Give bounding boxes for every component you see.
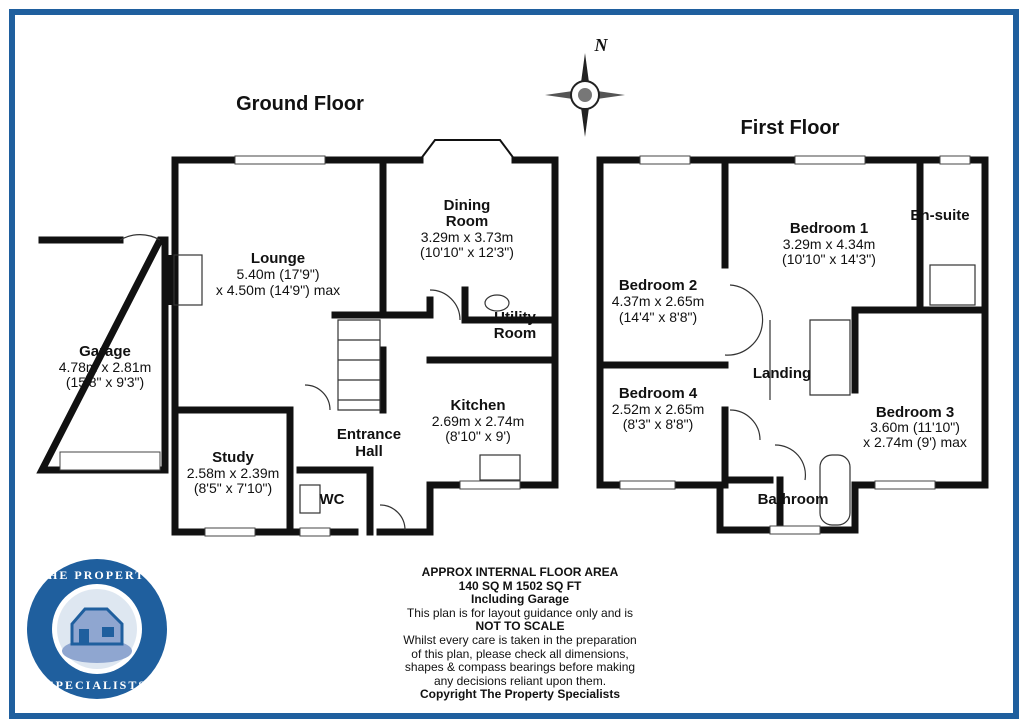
room-wc: WC	[320, 491, 345, 508]
ground-floor-walls	[36, 139, 559, 537]
notes-line: any decisions reliant upon them.	[433, 673, 607, 688]
room-dimension: (8'10" x 9')	[445, 428, 511, 444]
room-name: Room	[446, 213, 489, 230]
room-name: Utility	[494, 309, 536, 326]
room-entrance-hall: Entrance Hall	[337, 426, 401, 460]
room-dimension: (15'8" x 9'3")	[66, 374, 144, 390]
room-dimension: 2.58m x 2.39m	[187, 465, 280, 481]
logo-bottom-text: SPECIALISTS	[47, 678, 147, 692]
room-dimension: 2.69m x 2.74m	[432, 413, 525, 429]
room-dimension: (8'3" x 8'8")	[623, 416, 694, 432]
room-landing: Landing	[753, 365, 811, 382]
notes-line: Copyright The Property Specialists	[419, 687, 621, 702]
room-kitchen: Kitchen 2.69m x 2.74m (8'10" x 9')	[432, 397, 525, 444]
disclaimer-notes: APPROX INTERNAL FLOOR AREA 140 SQ M 1502…	[370, 565, 670, 702]
room-name: Kitchen	[450, 397, 505, 414]
room-dimension: 4.37m x 2.65m	[612, 293, 705, 309]
notes-line: Whilst every care is taken in the prepar…	[403, 632, 637, 647]
notes-line: Including Garage	[470, 592, 569, 607]
room-dining: Dining Room 3.29m x 3.73m (10'10" x 12'3…	[420, 197, 514, 260]
ground-floor-title: Ground Floor	[236, 93, 364, 115]
room-dimension: 2.52m x 2.65m	[612, 401, 705, 417]
first-floor-title: First Floor	[741, 117, 840, 139]
room-bedroom-1: Bedroom 1 3.29m x 4.34m (10'10" x 14'3")	[782, 220, 876, 267]
room-dimension: (8'5" x 7'10")	[194, 480, 272, 496]
room-dimension: (10'10" x 12'3")	[420, 244, 514, 260]
room-name: Entrance	[337, 426, 401, 443]
compass-north-label: N	[594, 35, 609, 55]
room-name: Bedroom 2	[619, 277, 697, 294]
room-dimension: (14'4" x 8'8")	[619, 309, 697, 325]
room-utility: Utility Room	[494, 309, 537, 342]
first-floor-walls	[596, 155, 989, 535]
room-ensuite: En-suite	[910, 207, 969, 224]
room-lounge: Lounge 5.40m (17'9") x 4.50m (14'9") max	[216, 250, 340, 298]
room-dimension: 3.29m x 4.34m	[783, 236, 876, 252]
compass-rose-icon: N	[545, 35, 625, 137]
room-bedroom-2: Bedroom 2 4.37m x 2.65m (14'4" x 8'8")	[612, 277, 705, 325]
room-name: Bedroom 4	[619, 385, 698, 402]
room-bathroom: Bathroom	[758, 491, 829, 508]
notes-line: APPROX INTERNAL FLOOR AREA	[421, 565, 619, 579]
room-garage: Garage 4.78m x 2.81m (15'8" x 9'3")	[59, 343, 152, 390]
room-dimension: 3.60m (11'10")	[870, 419, 960, 435]
room-bedroom-4: Bedroom 4 2.52m x 2.65m (8'3" x 8'8")	[612, 385, 705, 432]
notes-line: NOT TO SCALE	[475, 619, 565, 634]
notes-line: of this plan, please check all dimension…	[411, 646, 629, 661]
room-dimension: 3.29m x 3.73m	[421, 229, 514, 245]
room-dimension: x 4.50m (14'9") max	[216, 282, 340, 298]
notes-line: This plan is for layout guidance only an…	[406, 605, 634, 620]
room-name: Bedroom 3	[876, 404, 954, 421]
room-dimension: 5.40m (17'9")	[236, 266, 319, 282]
notes-line: 140 SQ M 1502 SQ FT	[458, 578, 582, 593]
house-logo-icon: THE PROPERTY SPECIALISTS	[27, 559, 167, 699]
room-name: Room	[494, 325, 537, 342]
room-dimension: 4.78m x 2.81m	[59, 359, 152, 375]
logo-top-text: THE PROPERTY	[38, 568, 156, 582]
room-name: Bedroom 1	[790, 220, 868, 237]
room-name: Hall	[355, 443, 383, 460]
room-name: Study	[212, 449, 254, 466]
room-name: Garage	[79, 343, 131, 360]
room-dimension: x 2.74m (9') max	[863, 434, 967, 450]
room-dimension: (10'10" x 14'3")	[782, 251, 876, 267]
room-bedroom-3: Bedroom 3 3.60m (11'10") x 2.74m (9') ma…	[863, 404, 967, 450]
room-study: Study 2.58m x 2.39m (8'5" x 7'10")	[187, 449, 280, 496]
room-name: Dining	[444, 197, 491, 214]
notes-line: shapes & compass bearings before making	[404, 660, 636, 675]
room-name: Lounge	[251, 250, 305, 267]
